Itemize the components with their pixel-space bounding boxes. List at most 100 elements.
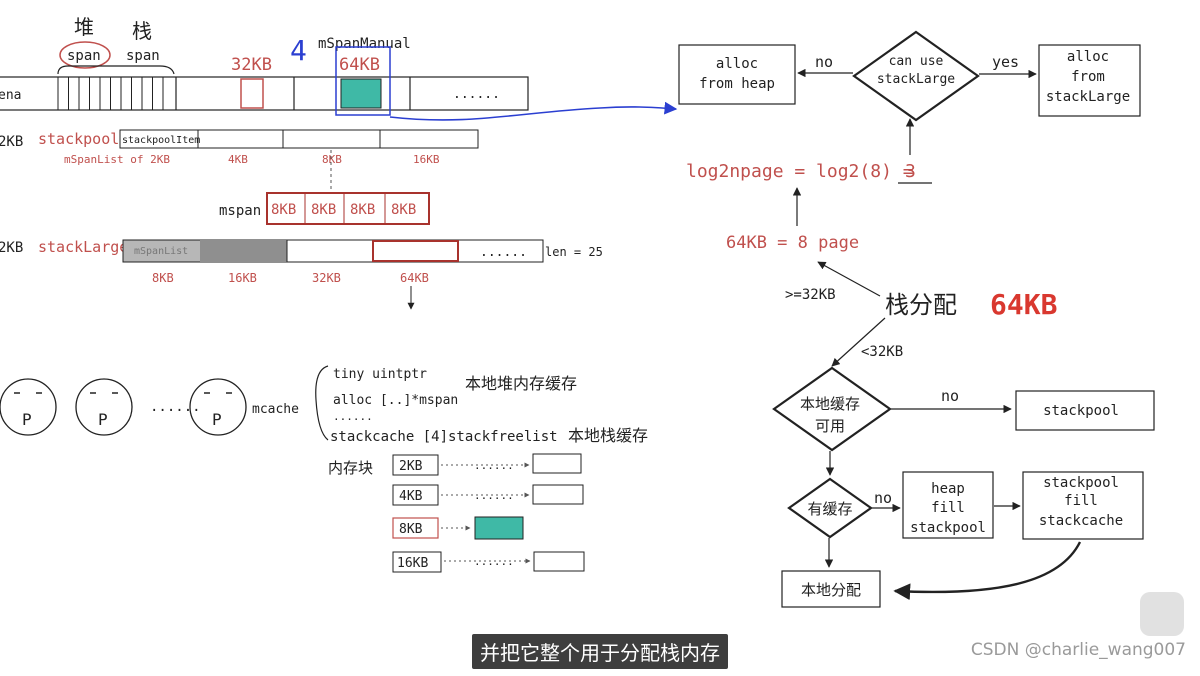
heap-label: 堆	[74, 15, 94, 39]
p-label-2: P	[98, 410, 108, 429]
stacklarge-dark-cell	[200, 240, 287, 262]
pool-fill-line3: stackcache	[1039, 513, 1123, 529]
stacklarge-first-label: mSpanList	[134, 246, 188, 257]
local-cache-line1: 本地缓存	[800, 395, 860, 413]
stacklarge-64kb-box	[372, 240, 459, 262]
mcache-stackcache: stackcache [4]stackfreelist	[330, 429, 558, 445]
mspan-cell-2: 8KB	[311, 202, 336, 218]
stackpool-sub-label: mSpanList of 2KB	[64, 153, 170, 166]
block-2kb-dots: ......	[474, 459, 514, 472]
local-alloc-box	[781, 570, 881, 608]
mcache-alloc: alloc [..]*mspan	[333, 393, 458, 408]
stackpool-flow-label: stackpool	[1043, 403, 1119, 419]
procs-dots: ......	[150, 399, 201, 415]
p-label-3: P	[212, 410, 222, 429]
has-cache-label: 有缓存	[807, 500, 852, 518]
arena-span-ticks	[57, 77, 164, 110]
span-32kb-box	[240, 78, 264, 109]
block-8kb-teal	[474, 516, 524, 540]
pool-fill-line2: fill	[1064, 493, 1098, 509]
alloc-heap-line2: from heap	[699, 76, 775, 92]
video-play-button[interactable]	[1140, 592, 1184, 636]
ge32-label: >=32KB	[785, 287, 836, 303]
alloc-large-line3: stackLarge	[1046, 89, 1130, 105]
block-4kb-dots: ......	[474, 489, 514, 502]
alloc-large-line1: alloc	[1067, 49, 1109, 65]
mspan-manual-label: mSpanManual	[318, 36, 411, 52]
stackpool-size-4kb: 4KB	[228, 153, 248, 166]
stacklarge-left-size: 2KB	[0, 240, 23, 256]
alloc-large-line2: from	[1071, 69, 1105, 85]
arena-label: ena	[0, 88, 21, 103]
no-label-mid: no	[941, 387, 959, 405]
mcache-tiny: tiny uintptr	[333, 367, 427, 382]
stacklarge-len: len = 25	[545, 245, 603, 259]
can-use-line1: can use	[889, 54, 944, 69]
mcache-brace	[315, 365, 329, 441]
stackpool-item-label: stackpoolItem	[122, 135, 200, 146]
block-16kb-target	[533, 551, 585, 572]
local-cache-line2: 可用	[815, 417, 845, 435]
page-formula: 64KB = 8 page	[726, 233, 859, 253]
pool-fill-line1: stackpool	[1043, 475, 1119, 491]
alloc-from-stacklarge-box	[1038, 44, 1141, 117]
span-64kb-teal	[340, 78, 382, 109]
block-8kb-box	[392, 517, 439, 539]
ge32-arrow	[817, 261, 881, 297]
heap-fill-line3: stackpool	[910, 520, 986, 536]
block-2kb-label: 2KB	[399, 459, 423, 474]
block-2kb-box	[392, 454, 439, 476]
blocks-title: 内存块	[328, 459, 373, 477]
mspan-label: mspan	[219, 203, 261, 219]
span-heap-label: span	[67, 48, 101, 64]
block-4kb-target	[532, 484, 584, 505]
processor-p-2: P	[75, 378, 133, 436]
heap-fill-box	[902, 471, 994, 539]
mspan-box	[266, 192, 430, 225]
can-use-stacklarge-diamond	[852, 30, 980, 122]
has-cache-diamond	[787, 477, 873, 539]
mcache-label: mcache	[252, 402, 299, 417]
arena-bar	[0, 76, 529, 111]
alloc-heap-line1: alloc	[716, 56, 758, 72]
block-16kb-label: 16KB	[397, 556, 428, 571]
mcache-tiny-note: 本地堆内存缓存	[465, 374, 577, 393]
marker-4: 4	[290, 34, 307, 67]
lt32-label: <32KB	[861, 344, 903, 360]
yes-label: yes	[992, 53, 1019, 71]
span-brace	[57, 65, 175, 75]
stacklarge-size-64kb: 64KB	[400, 271, 429, 285]
lt32-arrow	[831, 317, 886, 367]
local-cache-diamond	[772, 366, 892, 452]
span-heap-circle	[59, 41, 111, 69]
p-label-1: P	[22, 410, 32, 429]
mspan-cell-4: 8KB	[391, 202, 416, 218]
arena-dots: ......	[453, 87, 500, 102]
stacklarge-dots: ......	[480, 245, 527, 260]
heap-fill-line2: fill	[931, 500, 965, 516]
block-16kb-dots: ......	[474, 555, 514, 568]
stackpool-bar	[119, 129, 479, 149]
blue-flow-arrow	[389, 101, 678, 121]
mspan-cell-3: 8KB	[350, 202, 375, 218]
pool-fill-box	[1022, 471, 1144, 540]
log-result: 3	[905, 161, 916, 182]
size-64kb-label: 64KB	[339, 55, 380, 75]
stacklarge-size-16kb: 16KB	[228, 271, 257, 285]
stack-alloc-title: 栈分配	[885, 291, 957, 319]
no-label-top: no	[815, 53, 833, 71]
csdn-watermark: CSDN @charlie_wang007	[970, 640, 1186, 660]
block-4kb-box	[392, 484, 439, 506]
stackpool-label: stackpool	[38, 130, 119, 148]
stack-alloc-size: 64KB	[990, 288, 1057, 321]
block-2kb-target	[532, 453, 582, 474]
stacklarge-label: stackLarge	[38, 238, 128, 256]
log-formula: log2npage = log2(8) =	[686, 161, 914, 182]
stackpool-size-8kb: 8KB	[322, 153, 342, 166]
stackpool-size-16kb: 16KB	[413, 153, 440, 166]
stackpool-flow-box	[1015, 390, 1155, 431]
no-label-low: no	[874, 489, 892, 507]
mcache-more: ......	[333, 410, 373, 423]
block-8kb-label: 8KB	[399, 522, 423, 537]
